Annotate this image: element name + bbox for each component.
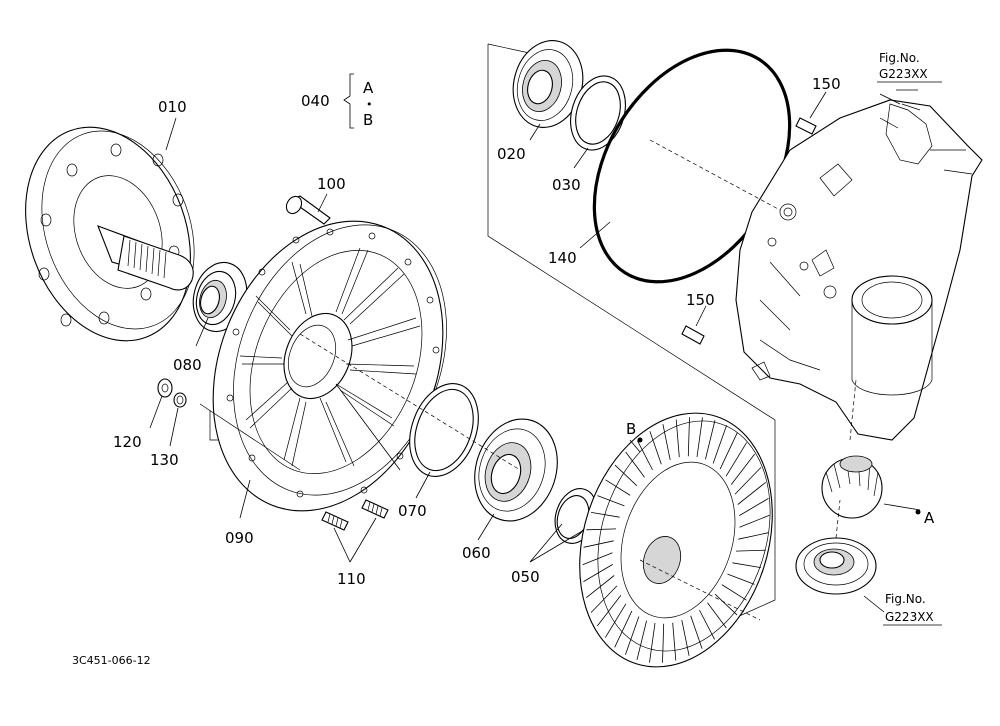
gear-tooth [732, 562, 761, 568]
bracket-040 [343, 73, 354, 129]
gear-tooth [586, 528, 617, 531]
label-100: 100 [317, 175, 346, 193]
gear-tooth [727, 573, 755, 585]
group-frame [487, 43, 776, 619]
gear-tooth [605, 479, 631, 496]
gear-tooth [637, 440, 653, 471]
figure-ref-top-line2: G223XX [879, 67, 928, 81]
gear-tooth [699, 609, 715, 640]
gear-tooth [725, 442, 748, 477]
gear-tooth [734, 467, 762, 495]
bearing-020 [512, 40, 584, 128]
pin-150-mid [681, 325, 705, 345]
ring-030 [570, 75, 626, 151]
label-010: 010 [158, 98, 187, 116]
gear-tooth [596, 595, 622, 627]
gear-tooth [649, 431, 662, 465]
o-ring-070 [409, 383, 479, 477]
bearing-060 [474, 418, 558, 522]
pinion-gear [821, 455, 883, 519]
figure-ref-bottom-line1: Fig.No. [885, 592, 926, 606]
gear-tooth [662, 623, 665, 663]
shaft-splines [127, 239, 167, 279]
pin-150-top [795, 117, 817, 135]
gear-tooth [636, 620, 647, 660]
pinion-bearing [795, 537, 877, 595]
label-030: 030 [552, 176, 581, 194]
figure-ref-top-line1: Fig.No. [879, 51, 920, 65]
gear-tooth [707, 602, 727, 629]
gear-tooth [675, 419, 680, 458]
gear-tooth [738, 532, 769, 540]
label-070: 070 [398, 502, 427, 520]
marker-b-dot [637, 437, 643, 443]
gear-tooth [735, 549, 766, 552]
label-130: 130 [150, 451, 179, 469]
gear-tooth [690, 615, 703, 649]
label-marker-b: B [626, 420, 636, 438]
label-060: 060 [462, 544, 491, 562]
label-120: 120 [113, 433, 142, 451]
gear-tooth [714, 593, 738, 616]
stud-110-b [361, 499, 389, 519]
gear-tooth [614, 464, 638, 487]
figure-ref-top: Fig.No. G223XX [877, 51, 942, 83]
label-080: 080 [173, 356, 202, 374]
gear-tooth [625, 451, 645, 478]
label-150-top: 150 [812, 75, 841, 93]
main-housing [735, 89, 983, 441]
gear-tooth [597, 495, 625, 507]
gear-tooth [730, 453, 756, 485]
gear-tooth [583, 540, 614, 548]
gear-tooth [582, 552, 613, 566]
label-040: 040 [301, 92, 330, 110]
gear-tooth [696, 417, 703, 458]
gear-tooth [625, 616, 640, 655]
label-150-mid: 150 [686, 291, 715, 309]
gear-tooth [672, 622, 677, 661]
flange-shaft-010 [25, 126, 195, 342]
gear-teeth [582, 417, 770, 663]
marker-a-dot [915, 509, 921, 515]
label-040-dot: • [366, 98, 373, 111]
label-110: 110 [337, 570, 366, 588]
label-050: 050 [511, 568, 540, 586]
bevel-ring-gear [579, 412, 773, 668]
gear-tooth [712, 425, 727, 464]
gear-tooth [737, 481, 766, 505]
gear-tooth [604, 603, 627, 638]
washer-130 [173, 392, 187, 408]
gear-tooth [739, 514, 770, 528]
leader-lines [149, 91, 921, 621]
figure-ref-bottom: Fig.No. G223XX [883, 592, 942, 626]
label-040-a: A [363, 79, 374, 97]
housing-cover-090 [212, 220, 447, 512]
gear-tooth [591, 512, 620, 518]
gear-tooth [590, 585, 618, 613]
cover-ribs [239, 247, 421, 467]
gear-tooth [705, 420, 716, 460]
gear-tooth [719, 432, 738, 470]
figure-ref-bottom-line2: G223XX [885, 610, 934, 624]
gear-tooth [721, 584, 747, 601]
label-040-b: B [363, 111, 373, 129]
label-140: 140 [548, 249, 577, 267]
bolt-100 [285, 195, 331, 225]
label-marker-a: A [924, 509, 935, 527]
gear-tooth [739, 498, 769, 516]
gear-tooth [614, 610, 633, 648]
nut-120 [157, 378, 173, 398]
drawing-code: 3C451-066-12 [72, 654, 151, 667]
stud-110-a [321, 511, 349, 531]
label-090: 090 [225, 529, 254, 547]
gear-tooth [586, 575, 615, 599]
gear-tooth [687, 417, 690, 457]
gear-tooth [583, 564, 613, 582]
gear-tooth [649, 622, 656, 663]
gear-tooth [681, 620, 690, 656]
label-020: 020 [497, 145, 526, 163]
gear-tooth [662, 424, 671, 460]
